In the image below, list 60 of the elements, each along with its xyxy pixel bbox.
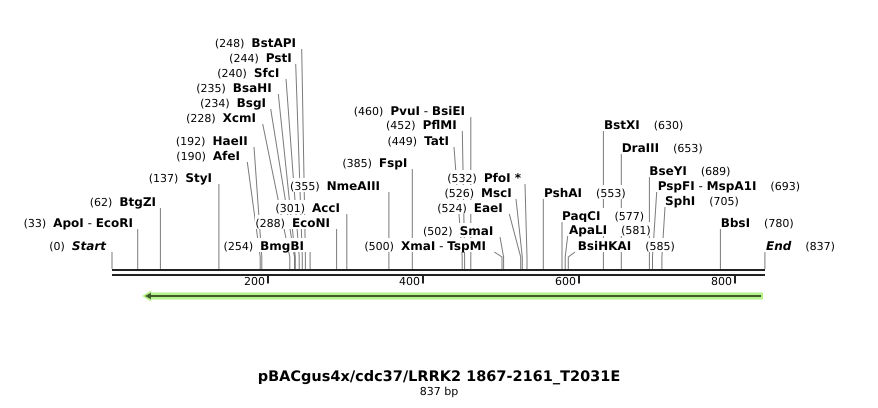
dna-backbone xyxy=(112,269,765,276)
leader-line xyxy=(137,228,138,270)
site-label: PaqCI (577) xyxy=(562,208,644,222)
leader-line xyxy=(516,198,523,270)
leader-line xyxy=(500,236,504,270)
site-label: (33) ApoI - EcoRI xyxy=(24,215,135,229)
site-label: (526) MscI xyxy=(444,185,514,199)
leader-line xyxy=(764,252,766,270)
scale-number: 200 xyxy=(244,275,265,288)
leader-line xyxy=(336,228,338,270)
site-label: BseYI (689) xyxy=(649,163,730,177)
site-label: PspFI - MspA1I (693) xyxy=(658,178,800,192)
site-label: BsiHKAI (585) xyxy=(578,238,675,252)
scale-number: 800 xyxy=(711,275,732,288)
site-label: (235) BsaHI xyxy=(196,80,274,94)
site-label: BbsI (780) xyxy=(720,215,794,229)
leader-line xyxy=(564,236,568,270)
leader-line xyxy=(346,214,348,270)
site-label: ApaLI (581) xyxy=(569,222,651,236)
site-label: (460) PvuI - BsiEI xyxy=(354,103,467,117)
leader-line xyxy=(508,214,522,270)
site-label: (452) PflMI xyxy=(386,117,459,131)
site-label: (449) TatI xyxy=(387,133,451,147)
site-label: End (837) xyxy=(766,238,835,252)
sequence-length: 837 bp xyxy=(420,385,458,399)
site-label: (228) XcmI xyxy=(186,110,258,124)
site-label: (288) EcoNI xyxy=(255,215,332,229)
leader-line xyxy=(494,252,502,270)
site-label: DraIII (653) xyxy=(622,140,703,154)
site-label: (385) FspI xyxy=(342,155,410,169)
site-label: (244) PstI xyxy=(229,50,294,64)
site-label: (192) HaeII xyxy=(176,133,250,147)
site-label: (532) PfoI * xyxy=(447,170,523,184)
leader-line xyxy=(218,184,220,270)
map-title: pBACgus4x/cdc37/LRRK2 1867-2161_T2031E xyxy=(258,368,620,386)
site-label: (301) AccI xyxy=(275,200,342,214)
site-label: (240) SfcI xyxy=(217,65,282,79)
site-label: (137) StyI xyxy=(148,170,214,184)
leader-line xyxy=(412,168,413,270)
leader-line xyxy=(568,252,576,270)
site-label: (248) BstAPI xyxy=(214,35,298,49)
leader-line xyxy=(310,252,311,270)
site-label: (524) EaeI xyxy=(437,200,505,214)
site-label: (190) AfeI xyxy=(176,148,242,162)
site-label: PshAI (553) xyxy=(544,185,626,199)
scale-number: 600 xyxy=(555,275,576,288)
leader-line xyxy=(160,208,161,270)
site-label: (355) NmeAIII xyxy=(290,178,382,192)
site-label: (62) BtgZI xyxy=(90,194,158,208)
scale-number: 400 xyxy=(399,275,420,288)
site-label: (254) BmgBI xyxy=(224,238,306,252)
site-label: (502) SmaI xyxy=(423,223,496,237)
leader-line xyxy=(524,184,528,270)
leader-line xyxy=(720,228,721,270)
site-label: (234) BsgI xyxy=(200,95,268,109)
site-label: (0) Start xyxy=(49,238,108,252)
site-label: (500) XmaI - TspMI xyxy=(364,238,488,252)
leader-line xyxy=(542,198,544,270)
site-label: BstXI (630) xyxy=(604,117,684,131)
site-label: SphI (705) xyxy=(665,193,739,207)
